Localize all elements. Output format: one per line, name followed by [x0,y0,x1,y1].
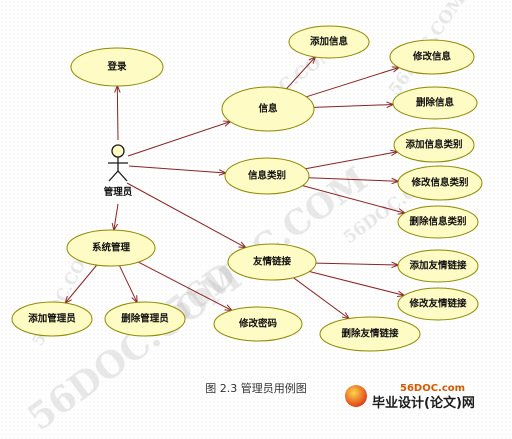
use-case-label: 修改友情链接 [408,298,467,310]
use-case-add-link: 添加友情链接 [397,249,479,283]
use-case-change-password: 修改密码 [213,306,303,342]
use-case-ellipse [221,86,315,132]
use-case-label: 登录 [106,61,127,73]
association-arrow [114,203,119,230]
use-case-label: 修改信息类别 [410,177,468,189]
site-url: 56DOC.com [400,383,466,394]
use-case-label: 信息 [258,103,278,115]
use-case-label: 删除信息 [416,97,455,109]
association-arrow [309,271,404,296]
use-case-label: 删除信息类别 [409,216,466,228]
actor: 管理员 [104,144,133,198]
use-case-label: 系统管理 [92,242,131,254]
association-arrow [293,277,349,319]
association-arrow [286,57,315,90]
use-case-label: 删除管理员 [121,313,169,325]
use-case-ellipse [288,25,370,59]
use-case-edit-category: 修改信息类别 [397,165,483,201]
association-arrow [117,86,118,141]
use-case-label: 添加友情链接 [409,260,467,272]
use-case-ellipse [397,249,479,283]
use-case-edit-link: 修改友情链接 [397,287,479,321]
use-case-add-admin: 添加管理员 [11,301,93,337]
association-arrow [315,263,398,265]
use-case-info: 信息 [221,86,315,132]
use-case-ellipse [397,165,483,201]
association-arrow [305,152,398,170]
use-case-ellipse [397,205,479,239]
association-lines [65,57,405,319]
association-arrow [308,177,398,182]
use-case-ellipse [213,306,303,342]
use-case-info-category: 信息类别 [224,157,310,195]
use-case-ellipse [227,243,317,281]
actor-left-leg [108,170,119,182]
use-case-add-info: 添加信息 [288,25,370,59]
use-case-ellipse [397,287,479,321]
use-case-label: 删除友情链接 [341,328,399,340]
association-arrow [138,261,231,310]
use-case-delete-category: 删除信息类别 [397,205,479,239]
association-arrow [128,165,226,173]
use-case-label: 友情链接 [252,256,292,268]
use-case-ellipse [393,127,475,163]
use-case-add-category: 添加信息类别 [393,127,475,163]
association-arrow [313,105,393,108]
use-case-ellipse [392,86,478,120]
use-case-label: 添加信息 [310,36,349,48]
association-arrow [306,68,399,98]
association-arrow [302,185,405,214]
use-case-label: 修改密码 [238,318,278,330]
use-case-label: 信息类别 [248,170,286,182]
association-arrow [127,122,230,157]
association-arrow [65,264,98,303]
use-case-login: 登录 [70,47,164,87]
site-name: 毕业设计(论文)网 [372,396,475,411]
figure-caption: 图 2.3 管理员用例图 [205,382,307,395]
actor-head [111,144,125,158]
use-case-system-mgmt: 系统管理 [66,229,156,267]
site-logo-icon [345,385,367,407]
use-case-ellipse [104,301,186,337]
use-case-delete-admin: 删除管理员 [104,301,186,337]
use-case-delete-link: 删除友情链接 [319,316,421,352]
association-arrow [119,265,138,303]
use-case-ellipse [319,316,421,352]
use-case-delete-info: 删除信息 [392,86,478,120]
use-case-ellipse [389,39,475,75]
use-case-ellipse [11,301,93,337]
use-case-label: 添加信息类别 [405,139,462,151]
use-case-friend-links: 友情链接 [227,243,317,281]
use-case-ellipse [70,47,164,87]
association-arrow [126,182,246,248]
actor-label: 管理员 [104,186,133,198]
use-case-label: 添加管理员 [28,313,76,325]
use-case-label: 修改信息 [412,51,452,63]
actor-right-leg [117,170,128,182]
use-case-ellipse [224,157,310,195]
use-case-ellipse [66,229,156,267]
use-case-edit-info: 修改信息 [389,39,475,75]
